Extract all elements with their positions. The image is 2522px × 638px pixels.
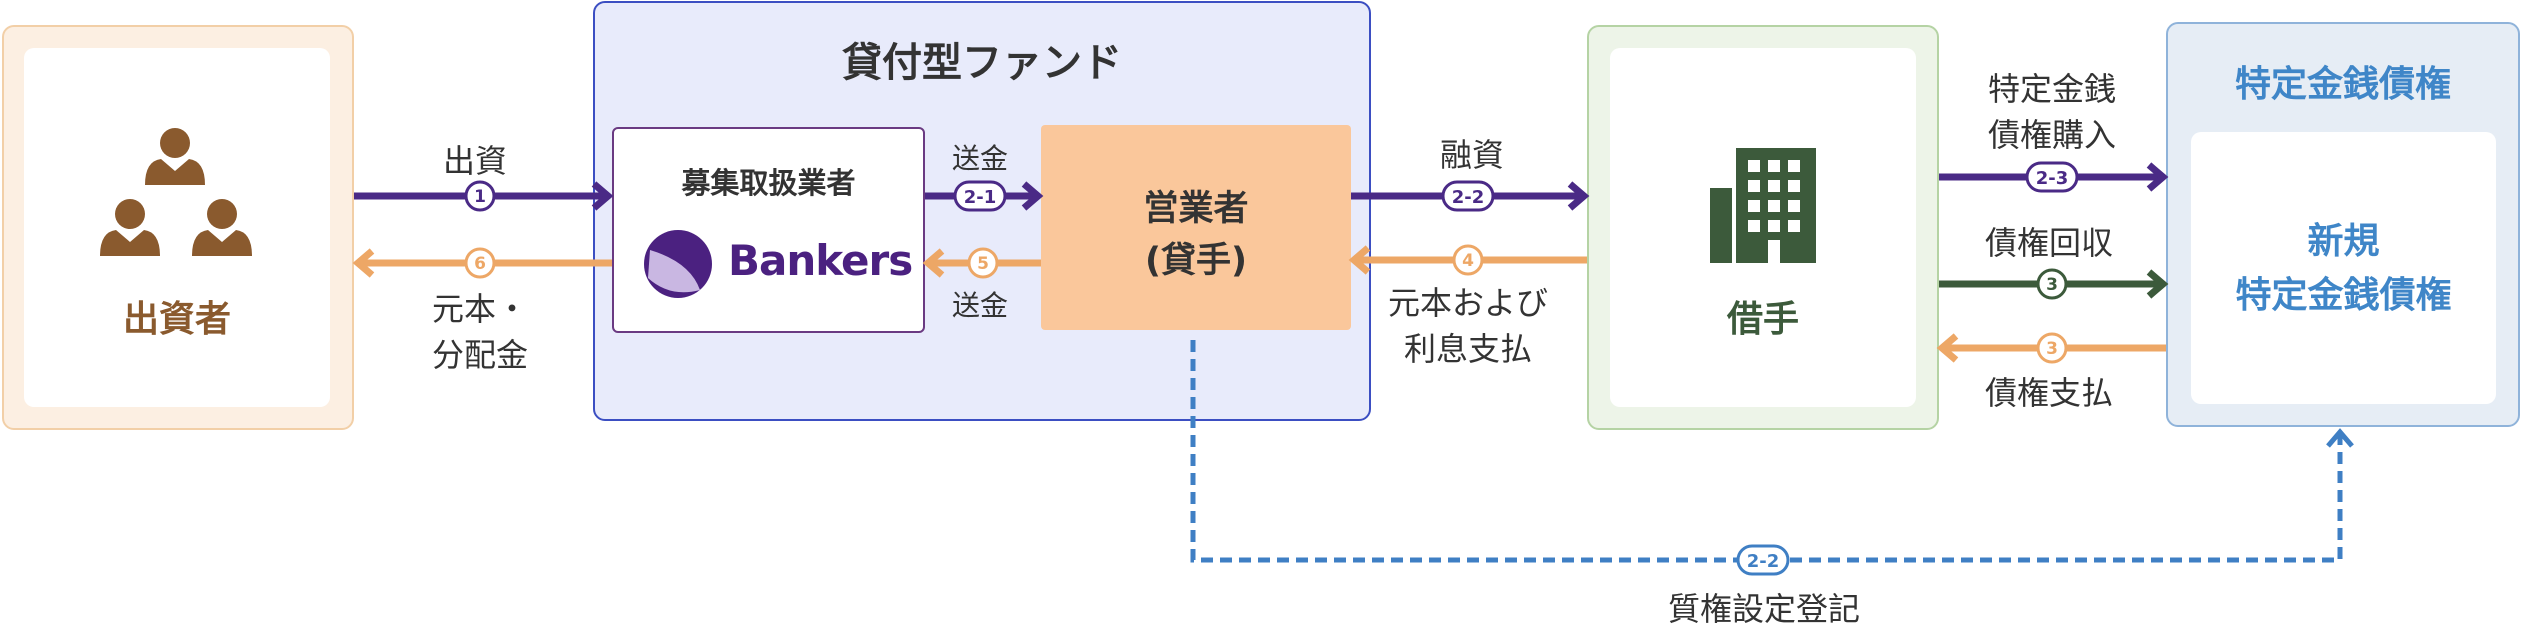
operator-line2: (貸手) [1145, 241, 1247, 281]
investor-label: 出資者 [122, 299, 231, 340]
step-badge-4: 4 [1452, 244, 1484, 276]
pledge-registration-label: 質権設定登記 [1668, 590, 1861, 628]
svg-text:3: 3 [2046, 275, 2058, 295]
repayment-line1: 元本および [1387, 284, 1548, 322]
new-claim-line1: 新規 [2307, 221, 2380, 262]
bankers-logo-text: Bankers [728, 236, 913, 285]
loan-fund-title: 貸付型ファンド [842, 40, 1122, 86]
step-badge-2-2-pledge: 2-2 [1736, 544, 1790, 576]
step-badge-1: 1 [464, 180, 496, 212]
claim-purchase-line1: 特定金銭 [1987, 70, 2116, 108]
svg-text:2-2: 2-2 [1452, 187, 1485, 208]
claim-purchase-label: 特定金銭 債権購入 [1972, 66, 2132, 158]
operator-line1: 営業者 [1143, 189, 1249, 229]
principal-distribution-label: 元本・ 分配金 [420, 286, 540, 378]
investment-label: 出資 [443, 142, 508, 180]
principal-distribution-line1: 元本・ [431, 290, 528, 328]
placement-agent-label: 募集取扱業者 [681, 166, 856, 200]
repayment-line2: 利息支払 [1403, 330, 1532, 368]
claim-payment-label: 債権支払 [1985, 374, 2114, 412]
svg-text:3: 3 [2046, 339, 2058, 359]
step-badge-3-collect: 3 [2036, 268, 2068, 300]
step-badge-3-payment: 3 [2036, 332, 2068, 364]
claim-purchase-line2: 債権購入 [1987, 116, 2116, 154]
new-claim-card [2191, 132, 2496, 404]
repayment-label: 元本および 利息支払 [1378, 280, 1558, 372]
new-claim-label: 新規 特定金銭債権 [2191, 215, 2496, 323]
specified-claim-title: 特定金銭債権 [2234, 64, 2451, 105]
svg-text:5: 5 [977, 254, 989, 274]
people-icon [100, 128, 252, 256]
svg-text:1: 1 [474, 187, 486, 207]
svg-text:2-1: 2-1 [964, 187, 997, 208]
placement-agent-box [612, 127, 925, 333]
operator-lender-label: 営業者 (貸手) [1041, 183, 1351, 287]
loan-label: 融資 [1440, 136, 1505, 174]
step-badge-5: 5 [967, 247, 999, 279]
operator-lender-box [1041, 125, 1351, 330]
remit-to-agent-label: 送金 [952, 289, 1009, 322]
step-badge-2-3: 2-3 [2025, 161, 2079, 193]
arrow-pledge-registration [1190, 340, 2354, 563]
svg-text:4: 4 [1462, 251, 1474, 271]
step-badge-6: 6 [464, 247, 496, 279]
bankers-logo-icon [644, 230, 712, 298]
remit-to-operator-label: 送金 [952, 142, 1009, 175]
investor-card [24, 48, 330, 407]
step-badge-2-2-loan: 2-2 [1441, 180, 1495, 212]
new-claim-line2: 特定金銭債権 [2235, 275, 2452, 316]
svg-text:6: 6 [474, 254, 486, 274]
svg-text:2-3: 2-3 [2036, 168, 2069, 189]
building-icon [1710, 148, 1816, 263]
svg-text:2-2: 2-2 [1747, 551, 1780, 572]
borrower-label: 借手 [1726, 299, 1799, 340]
claim-collection-label: 債権回収 [1985, 224, 2114, 262]
step-badge-2-1: 2-1 [953, 180, 1007, 212]
principal-distribution-line2: 分配金 [431, 336, 528, 374]
